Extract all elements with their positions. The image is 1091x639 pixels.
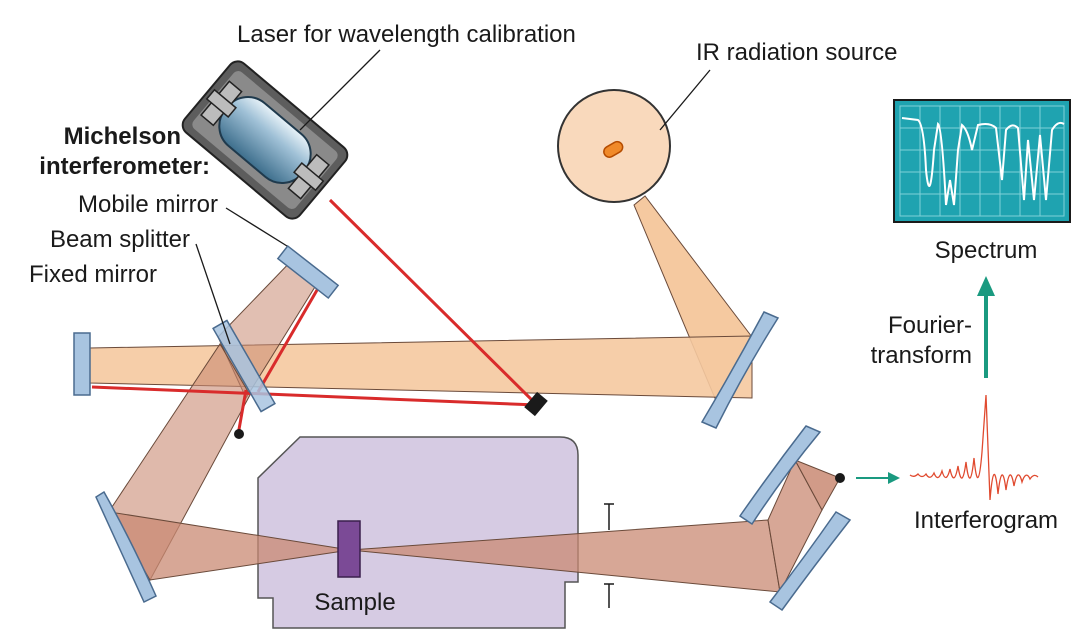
interferogram-label: Interferogram: [914, 507, 1058, 534]
laser-beam-reference: [236, 389, 248, 436]
detector-icon: [835, 473, 845, 483]
michelson-label-line1: Michelson: [64, 123, 181, 150]
mobile-mirror-label: Mobile mirror: [78, 191, 218, 218]
output-mirror-lower: [768, 511, 852, 612]
interferogram-trace: [909, 394, 1039, 501]
focus-markers: [604, 503, 614, 608]
ir-source-icon: [557, 89, 671, 203]
fixed-mirror-label: Fixed mirror: [29, 261, 157, 288]
fourier-arrowhead: [977, 276, 995, 296]
fourier-label-line1: Fourier-: [888, 312, 972, 339]
sample-cell: [337, 520, 361, 578]
detector-arrowhead: [888, 472, 900, 484]
ir-source-label: IR radiation source: [696, 39, 897, 66]
sample-chamber: [257, 436, 579, 629]
fixed-mirror: [73, 332, 91, 396]
laser-detector-dot: [234, 429, 244, 439]
michelson-label-line2: interferometer:: [39, 153, 210, 180]
bottom-left-mirror: [95, 490, 157, 604]
leader-lines: [195, 49, 711, 345]
laser-detector: [524, 391, 548, 417]
beam-splitter: [212, 319, 276, 413]
laser-label: Laser for wavelength calibration: [237, 21, 576, 48]
laser-beam-mobile-arm: [256, 277, 326, 393]
collimating-mirror: [700, 311, 780, 429]
collimated-beam: [89, 335, 753, 399]
output-mirror-upper: [738, 425, 822, 526]
sample-label: Sample: [314, 589, 395, 616]
fourier-label-line2: transform: [871, 342, 972, 369]
mobile-mirror: [276, 244, 340, 300]
spectrum-label: Spectrum: [935, 237, 1038, 264]
spectrum-screen-icon: [893, 99, 1071, 223]
beam-splitter-label: Beam splitter: [50, 226, 190, 253]
detector-focus-beam: [793, 459, 841, 512]
laser-tube-icon: [181, 60, 349, 220]
